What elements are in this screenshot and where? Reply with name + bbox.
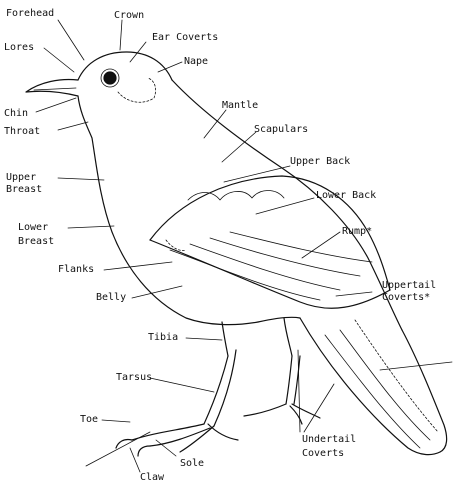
label-toe: Toe xyxy=(80,414,98,425)
foot-left-hind xyxy=(208,424,238,440)
scapular-scallops xyxy=(188,191,284,201)
beak xyxy=(26,80,78,97)
tarsus-left xyxy=(204,356,228,424)
label-lower-breast-line1: Lower xyxy=(18,222,48,233)
tarsus-right xyxy=(286,356,292,404)
label-scapulars: Scapulars xyxy=(254,124,308,135)
label-undertail-coverts-line1: Undertail xyxy=(302,434,356,445)
wing-feather-2 xyxy=(190,244,340,290)
foot-left-toe-1 xyxy=(132,424,204,440)
eye xyxy=(104,72,116,84)
label-ear-coverts: Ear Coverts xyxy=(152,32,218,43)
label-throat: Throat xyxy=(4,126,40,137)
flank-patch xyxy=(166,240,186,251)
tail-upper xyxy=(402,330,447,452)
under-body xyxy=(258,317,300,322)
label-rump: Rump* xyxy=(342,226,372,237)
label-mantle: Mantle xyxy=(222,100,258,111)
breast-outline xyxy=(78,96,258,325)
claw-left xyxy=(116,439,132,448)
wing-feather-3 xyxy=(210,238,360,276)
label-lower-back: Lower Back xyxy=(316,190,376,201)
leader-lines xyxy=(36,20,452,472)
label-uppertail-coverts-line2: Coverts* xyxy=(382,292,430,303)
tail-feather-1 xyxy=(340,330,430,440)
label-nape: Nape xyxy=(184,56,208,67)
tail-feather-3 xyxy=(355,320,438,432)
tail-feather-2 xyxy=(325,335,420,448)
label-flanks: Flanks xyxy=(58,264,94,275)
label-undertail-coverts-line2: Coverts xyxy=(302,448,344,459)
label-upper-back: Upper Back xyxy=(290,156,350,167)
label-lores: Lores xyxy=(4,42,34,53)
tibia-right xyxy=(284,318,292,356)
wing-lower-edge xyxy=(150,240,390,308)
label-sole: Sole xyxy=(180,458,204,469)
label-lower-breast-line2: Breast xyxy=(18,236,54,247)
head-outline xyxy=(78,52,172,80)
ear-covert-patch xyxy=(118,78,156,102)
label-uppertail-coverts-line1: Uppertail xyxy=(382,280,436,291)
foot-right-toe-2 xyxy=(292,404,320,418)
label-upper-breast-line2: Breast xyxy=(6,184,42,195)
foot-right-toe-1 xyxy=(244,404,286,416)
label-belly: Belly xyxy=(96,292,126,303)
label-tibia: Tibia xyxy=(148,332,178,343)
label-claw: Claw xyxy=(140,472,164,483)
label-upper-breast-line1: Upper xyxy=(6,172,36,183)
tibia-left xyxy=(222,322,228,356)
label-forehead: Forehead xyxy=(6,8,54,19)
tarsus-left-back xyxy=(214,350,236,426)
foot-left-toe-2 xyxy=(180,426,214,452)
label-chin: Chin xyxy=(4,108,28,119)
label-crown: Crown xyxy=(114,10,144,21)
beak-gape xyxy=(34,88,76,90)
label-tarsus: Tarsus xyxy=(116,372,152,383)
claw-left-2 xyxy=(138,446,150,456)
